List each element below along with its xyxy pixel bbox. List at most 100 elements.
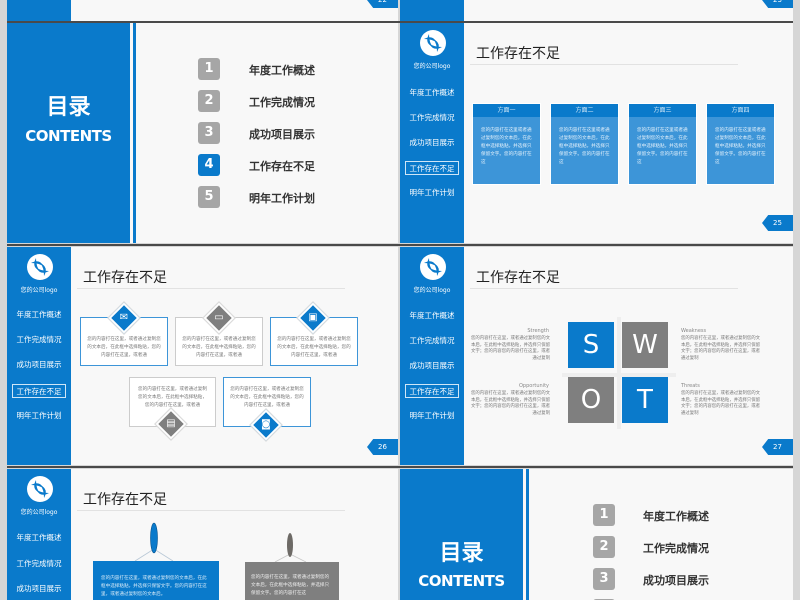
page-number: 27: [762, 439, 793, 455]
toc-num-3: 3: [593, 568, 615, 590]
toc-item-3[interactable]: 成功项目展示: [249, 128, 315, 141]
card-2: 方面二您的内容打在这里或者通过复制您的文本后，在此框中选择粘贴，并选择只保留文字…: [550, 103, 619, 185]
toc-num-1: 1: [198, 58, 220, 80]
nav-item-3[interactable]: 成功项目展示: [16, 360, 62, 369]
slide-22-partial[interactable]: 22: [7, 0, 398, 21]
slide-27[interactable]: 您的公司logo 年度工作概述 工作完成情况 成功项目展示 工作存在不足 明年工…: [400, 247, 793, 465]
card-3: 方面三您的内容打在这里或者通过复制您的文本后，在此框中选择粘贴，并选择只保留文字…: [628, 103, 697, 185]
nav-item-3[interactable]: 成功项目展示: [16, 584, 62, 593]
page-number: 25: [762, 215, 793, 231]
toc-panel: [400, 469, 523, 600]
nav-item-2[interactable]: 工作完成情况: [16, 335, 62, 344]
toc-item-5[interactable]: 明年工作计划: [249, 192, 315, 205]
title-underline: [77, 510, 345, 511]
nav-item-4[interactable]: 工作存在不足: [405, 161, 459, 175]
nav-item-5[interactable]: 明年工作计划: [409, 188, 455, 197]
sidebar: 您的公司logo 年度工作概述 工作完成情况 成功项目展示 工作存在不足 明年工…: [400, 247, 464, 465]
nav-item-4[interactable]: 工作存在不足: [12, 384, 66, 398]
toc-title: 目录: [439, 541, 484, 566]
company-logo-icon: [27, 254, 53, 280]
logo-text: 您的公司logo: [20, 509, 58, 516]
slide-title: 工作存在不足: [476, 270, 560, 286]
slide-28[interactable]: 您的公司logo 年度工作概述 工作完成情况 成功项目展示 工作存在不足 您的内…: [7, 469, 398, 600]
title-underline: [77, 288, 345, 289]
blue-pin-icon: [150, 522, 158, 554]
weakness-label: Weakness: [681, 328, 707, 334]
card-body: 您的内容打在这里或者通过复制您的文本后，在此框中选择粘贴，并选择只保留文字。您的…: [559, 128, 610, 165]
sidebar: [7, 0, 71, 21]
card-header: 方面一: [473, 104, 540, 117]
swot-o: O: [568, 377, 614, 423]
logo-text: 您的公司logo: [413, 287, 451, 294]
cross-arrow: [562, 373, 676, 377]
nav-item-2[interactable]: 工作完成情况: [16, 559, 62, 568]
card-body: 您的内容打在这里或者通过复制您的文本后，在此框中选择粘贴，并选择只保留文字。您的…: [637, 128, 688, 165]
company-logo-icon: [27, 476, 53, 502]
company-logo-icon: [420, 254, 446, 280]
toc-item-1[interactable]: 年度工作概述: [643, 510, 709, 523]
toc-item-2[interactable]: 工作完成情况: [643, 542, 709, 555]
divider: [7, 21, 793, 23]
nav-item-5[interactable]: 明年工作计划: [16, 411, 62, 420]
toc-item-4[interactable]: 工作存在不足: [249, 160, 315, 173]
slide-title: 工作存在不足: [476, 46, 560, 62]
slide-title: 工作存在不足: [83, 492, 167, 508]
blue-note: 您的内容打在这里，或者通过复制您的文本后，在此框中选择粘贴，并选择只保留文字。您…: [93, 561, 219, 600]
nav-item-5[interactable]: 明年工作计划: [409, 411, 455, 420]
toc-num-2: 2: [593, 536, 615, 558]
toc-title: 目录: [46, 95, 91, 120]
card-1: 方面一您的内容打在这里或者通过复制您的文本后，在此框中选择粘贴，并选择只保留文字…: [472, 103, 541, 185]
slide-25[interactable]: 您的公司logo 年度工作概述 工作完成情况 成功项目展示 工作存在不足 明年工…: [400, 23, 793, 243]
nav-item-1[interactable]: 年度工作概述: [16, 533, 62, 542]
nav-item-1[interactable]: 年度工作概述: [409, 311, 455, 320]
toc-panel: [7, 23, 130, 243]
divider: [7, 466, 793, 468]
sidebar: [400, 0, 464, 21]
slide-26[interactable]: 您的公司logo 年度工作概述 工作完成情况 成功项目展示 工作存在不足 明年工…: [7, 247, 398, 465]
slide-29-contents[interactable]: 目录 CONTENTS 1 年度工作概述 2 工作完成情况 3 成功项目展示: [400, 469, 793, 600]
page-number: 26: [367, 439, 398, 455]
toc-item-1[interactable]: 年度工作概述: [249, 64, 315, 77]
card-header: 方面四: [707, 104, 774, 117]
nav-item-2[interactable]: 工作完成情况: [409, 336, 455, 345]
toc-item-3[interactable]: 成功项目展示: [643, 574, 709, 587]
nav-item-3[interactable]: 成功项目展示: [409, 361, 455, 370]
nav-item-4[interactable]: 工作存在不足: [405, 384, 459, 398]
toc-subtitle: CONTENTS: [25, 127, 112, 145]
card-header: 方面二: [551, 104, 618, 117]
company-logo-icon: [420, 30, 446, 56]
toc-num-5: 5: [198, 186, 220, 208]
toc-stripe: [133, 23, 136, 243]
page-number: 22: [367, 0, 398, 8]
nav-item-2[interactable]: 工作完成情况: [409, 113, 455, 122]
toc-num-1: 1: [593, 504, 615, 526]
card-body: 您的内容打在这里或者通过复制您的文本后，在此框中选择粘贴，并选择只保留文字。您的…: [481, 128, 532, 165]
gray-note: 您的内容打在这里，或者通过复制您的文本后，在此框中选择粘贴，并选择只保留文字。您…: [245, 562, 339, 600]
sidebar: 您的公司logo 年度工作概述 工作完成情况 成功项目展示 工作存在不足 明年工…: [7, 247, 71, 465]
strength-label: Strength: [527, 328, 549, 334]
card-body: 您的内容打在这里或者通过复制您的文本后，在此框中选择粘贴，并选择只保留文字。您的…: [715, 128, 766, 165]
nav-item-1[interactable]: 年度工作概述: [16, 310, 62, 319]
gray-pin-icon: [287, 533, 293, 557]
opportunity-text: 您的内容打在这里，或者通过复制您的文本后，在此框中选择粘贴，并选择只保留文字；您…: [470, 391, 550, 416]
card-header: 方面三: [629, 104, 696, 117]
card-4: 方面四您的内容打在这里或者通过复制您的文本后，在此框中选择粘贴，并选择只保留文字…: [706, 103, 775, 185]
slide-23-partial[interactable]: 23: [400, 0, 793, 21]
weakness-text: 您的内容打在这里，或者通过复制您的文本后，在此框中选择粘贴，并选择只保留文字；您…: [681, 336, 761, 361]
nav-item-3[interactable]: 成功项目展示: [409, 138, 455, 147]
toc-subtitle: CONTENTS: [418, 572, 505, 590]
swot-s: S: [568, 322, 614, 368]
slide-24-contents[interactable]: 目录 CONTENTS 1 年度工作概述 2 工作完成情况 3 成功项目展示 4…: [7, 23, 398, 243]
toc-stripe: [526, 469, 529, 600]
title-underline: [470, 64, 738, 65]
divider: [7, 244, 793, 246]
threats-text: 您的内容打在这里，或者通过复制您的文本后，在此框中选择粘贴，并选择只保留文字；您…: [681, 391, 761, 416]
toc-item-2[interactable]: 工作完成情况: [249, 96, 315, 109]
sidebar: 您的公司logo 年度工作概述 工作完成情况 成功项目展示 工作存在不足 明年工…: [400, 23, 464, 243]
toc-num-3: 3: [198, 122, 220, 144]
page-number: 23: [762, 0, 793, 8]
nav-item-1[interactable]: 年度工作概述: [409, 88, 455, 97]
toc-num-4: 4: [198, 154, 220, 176]
strength-text: 您的内容打在这里，或者通过复制您的文本后，在此框中选择粘贴，并选择只保留文字；您…: [470, 336, 550, 361]
hanging-strings: [134, 522, 307, 563]
